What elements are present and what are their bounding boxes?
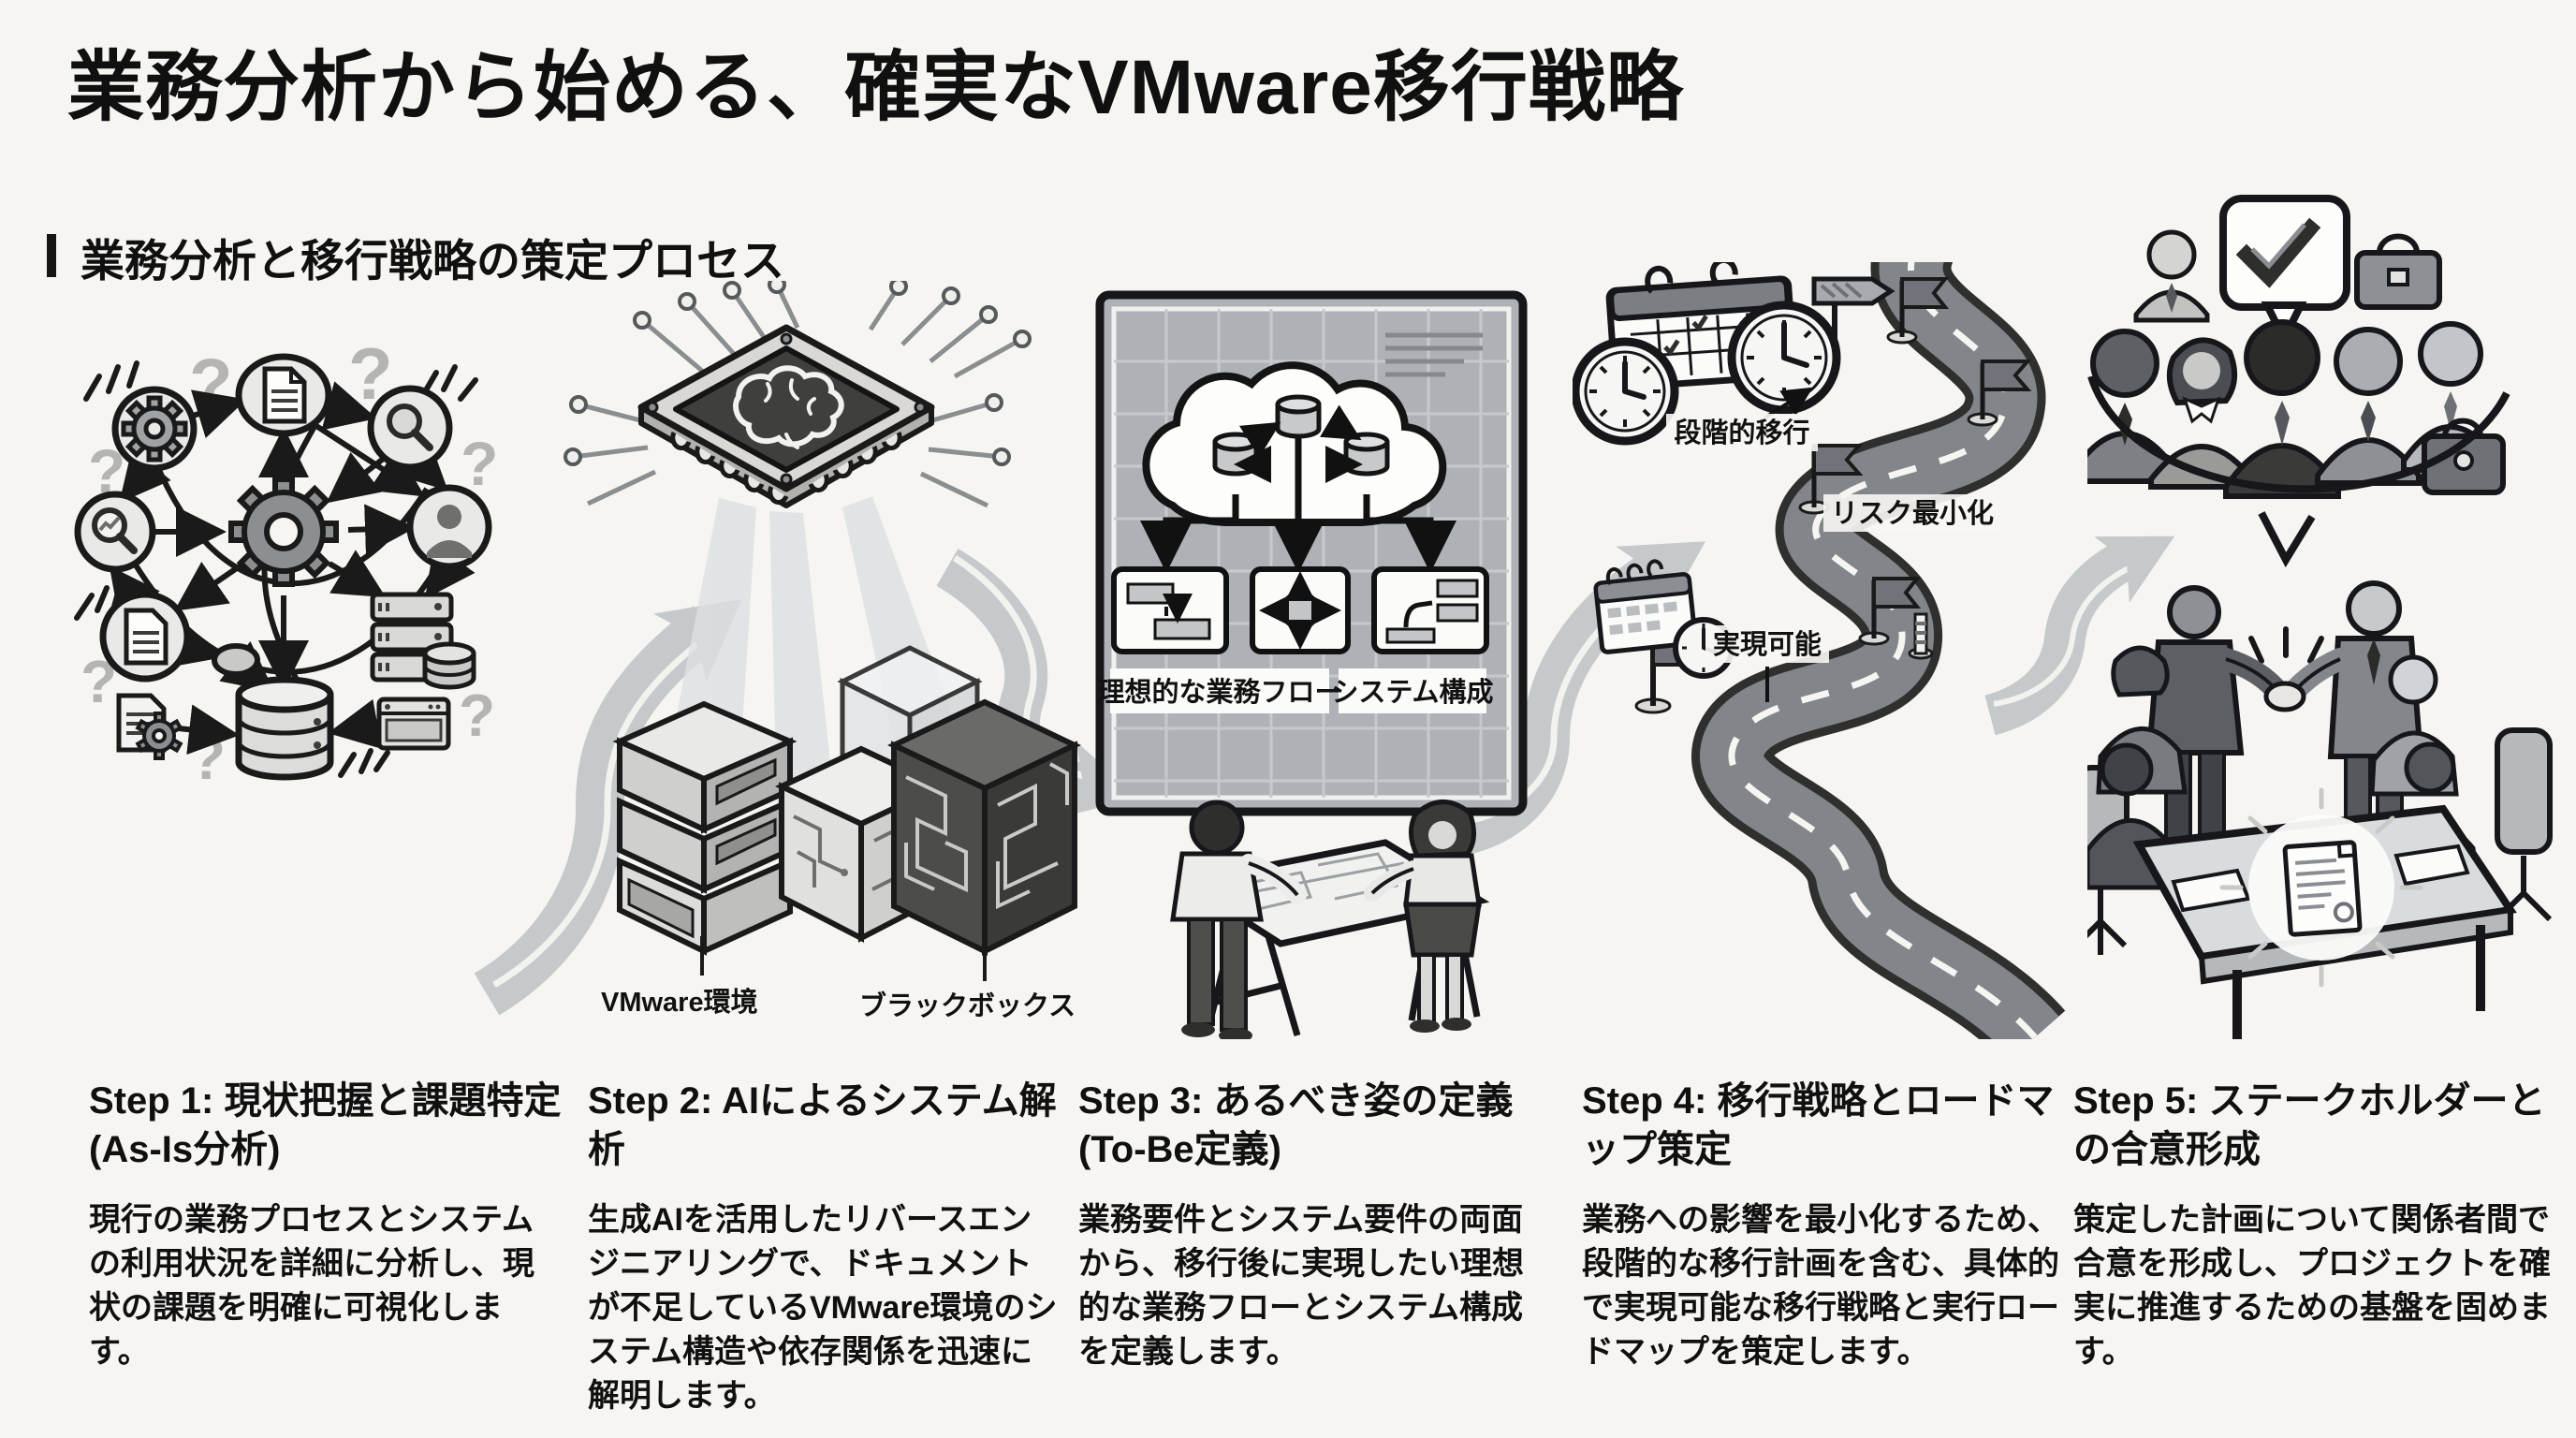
stakeholder-bust-woman [2148, 337, 2255, 490]
step1-title: Step 1: 現状把握と課題特定 (As-Is分析) [89, 1080, 562, 1170]
vmware-server-stack [612, 700, 798, 956]
blackbox-cube [886, 698, 1081, 956]
maze-pattern [904, 762, 1069, 910]
illustration-step1-as-is-network: ? ? ? ? ? ? ? [74, 332, 498, 792]
trace-pads [564, 281, 1032, 466]
svg-text:理想的な業務フロー: 理想的な業務フロー [1097, 676, 1341, 708]
label-ideal-flow: 理想的な業務フロー [1097, 668, 1342, 713]
flow-down-arrows [1140, 438, 1456, 573]
illustration-step4-roadmap: 段階的移行 リスク最小化 実現可能 [1573, 262, 2066, 1039]
svg-text:実現可能: 実現可能 [1713, 629, 1822, 660]
document-node2-icon [99, 591, 191, 682]
section-subtitle: 業務分析と移行戦略の策定プロセス [80, 236, 784, 286]
ai-chip-icon [637, 324, 935, 508]
handshake-hands [2263, 681, 2306, 712]
svg-text:?: ? [459, 682, 495, 749]
brain-icon [733, 365, 844, 449]
flag-icon [1858, 577, 1922, 646]
gear-node-icon [111, 386, 198, 472]
cloud-architecture-icon [1142, 361, 1447, 526]
step5-text: Step 5: ステークホルダーとの合意形成 策定した計画について関係者間で合意… [2073, 1077, 2560, 1374]
winding-road [1691, 262, 2066, 1039]
stakeholder-bust [2087, 329, 2178, 484]
step4-text: Step 4: 移行戦略とロードマップ策定 業務への影響を最小化するため、段階的… [1582, 1077, 2061, 1374]
check-icon [2235, 217, 2321, 288]
handshake-person-left [2145, 585, 2291, 858]
database-cylinder-icon [235, 676, 334, 781]
svg-text:リスク最小化: リスク最小化 [1831, 498, 1994, 529]
label-phased-migration: 段階的移行 [1666, 387, 1818, 451]
chart-search-node-icon [74, 491, 156, 573]
clock-icon-left [1573, 337, 1679, 446]
chip-pins [670, 431, 902, 506]
step3-description: 業務要件とシステム要件の両面から、移行後に実現したい理想的な業務フローとシステム… [1078, 1202, 1524, 1370]
label-vmware-env: VMware環境 [601, 987, 758, 1018]
illustration-step2-ai-chip: VMware環境 ブラックボックス [564, 281, 1081, 1021]
flow-box-left [1111, 566, 1229, 654]
flow-box-right [1371, 566, 1489, 654]
step3-title: Step 3: あるべき姿の定義 (To-Be定義) [1078, 1080, 1514, 1170]
flag-icon [1967, 360, 2032, 427]
step1-description: 現行の業務プロセスとシステムの利用状況を詳細に分析し、現状の課題を明確に可視化し… [89, 1202, 534, 1370]
document-gear-icon [116, 693, 183, 760]
planner-man [1170, 800, 1307, 1039]
step5-description: 策定した計画について関係者間で合意を形成し、プロジェクトを確実に推進するための基… [2073, 1202, 2551, 1370]
notepad [2393, 844, 2470, 887]
planner-woman [1364, 800, 1482, 1033]
disk-stack-icon [422, 641, 476, 690]
label-blackbox: ブラックボックス [859, 990, 1076, 1021]
page-title: 業務分析から始める、確実なVMware移行戦略 [67, 45, 1684, 130]
cloud-db-top [1275, 394, 1322, 439]
svg-text:?: ? [461, 429, 498, 498]
label-risk-minimization: リスク最小化 [1823, 494, 2001, 532]
notepad [2171, 868, 2251, 913]
svg-text:システム構成: システム構成 [1331, 677, 1493, 708]
flow-arrow-4 [1983, 536, 2175, 736]
subtitle-tick [47, 234, 56, 277]
emphasis-sparks [2248, 626, 2324, 664]
person-node-icon [406, 484, 492, 570]
label-feasible: 実現可能 [1705, 625, 1829, 702]
illustration-step5-agreement [2087, 195, 2553, 1039]
illustration-step3-tobe-board: 理想的な業務フロー システム構成 [1095, 290, 1528, 1039]
board-text-lines [1385, 332, 1483, 377]
svg-text:段階的移行: 段階的移行 [1674, 417, 1809, 448]
check-speech-bubble [2219, 195, 2350, 347]
flow-box-center [1250, 566, 1351, 654]
search-node-icon [367, 385, 453, 471]
step2-text: Step 2: AIによるシステム解析 生成AIを活用したリバースエンジニアリン… [588, 1077, 1061, 1418]
server-stack-icon [370, 592, 454, 682]
central-gear-icon [228, 477, 339, 587]
step5-title: Step 5: ステークホルダーとの合意形成 [2073, 1080, 2546, 1170]
stakeholder-bust-small [2133, 229, 2210, 323]
milestone-post [1908, 612, 1934, 660]
cloud-db-left [1212, 432, 1259, 477]
chair-right [2495, 727, 2553, 922]
flag-icon [1886, 277, 1950, 345]
step2-description: 生成AIを活用したリバースエンジニアリングで、ドキュメントが不足しているVMwa… [588, 1202, 1058, 1414]
label-system-config: システム構成 [1331, 668, 1494, 713]
step4-description: 業務への影響を最小化するため、段階的な移行計画を含む、具体的で実現可能な移行戦略… [1582, 1202, 2059, 1370]
briefcase-icon [2354, 233, 2442, 310]
step3-text: Step 3: あるべき姿の定義 (To-Be定義) 業務要件とシステム要件の両… [1078, 1077, 1551, 1374]
browser-window-icon [376, 697, 451, 751]
planners-at-table [1170, 800, 1490, 1039]
cloud-db-right [1343, 432, 1390, 477]
group-bubble-outline [2087, 374, 2510, 568]
meeting-scene [2087, 580, 2553, 1039]
clock-icon-right [1727, 301, 1841, 415]
stakeholder-bust [2315, 327, 2422, 486]
step1-text: Step 1: 現状把握と課題特定 (As-Is分析) 現行の業務プロセスとシス… [89, 1077, 562, 1374]
document-node-icon [235, 353, 332, 437]
step2-title: Step 2: AIによるシステム解析 [588, 1080, 1057, 1170]
step4-title: Step 4: 移行戦略とロードマップ策定 [1582, 1080, 2055, 1170]
ellipse-node [212, 643, 260, 677]
agreement-document [2219, 787, 2423, 988]
cloud-db-links [1234, 404, 1363, 483]
